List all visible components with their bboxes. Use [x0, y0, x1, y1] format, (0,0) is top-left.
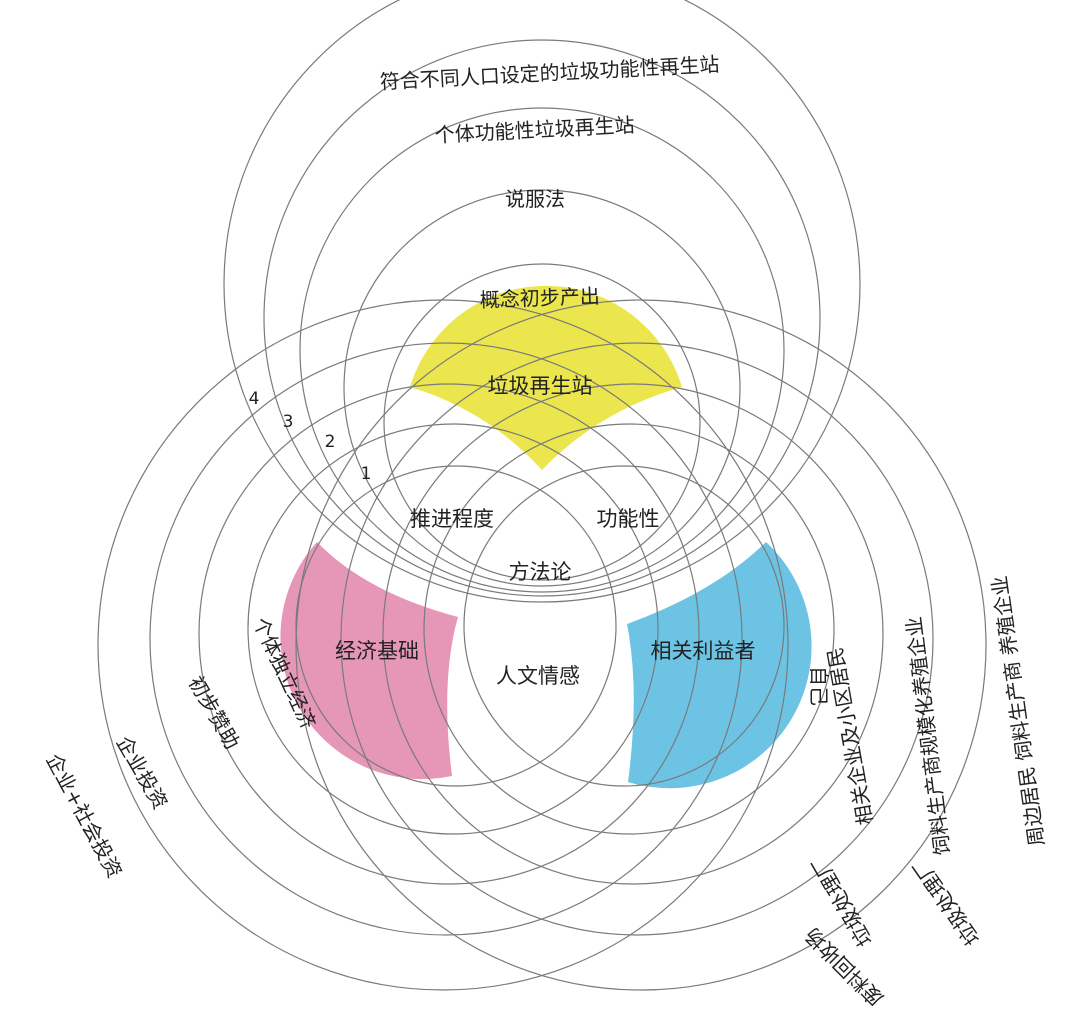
left-ring-4: [149, 342, 743, 936]
top-ring-2: [343, 189, 741, 587]
petal-right-fill: [627, 542, 812, 789]
top-level4-label: 符合不同人口设定的垃圾功能性再生站: [379, 52, 720, 94]
left-level4-label: 企业+社会投资: [41, 750, 126, 882]
left-ring-3: [198, 383, 700, 885]
level-number-3: 3: [283, 412, 294, 432]
right-ring-group: [295, 299, 987, 991]
right-ring-5: [295, 299, 987, 991]
top-ring-5: [223, 0, 861, 603]
right-level4-line1: 周边居民 饲料生产商 养殖企业: [987, 574, 1049, 847]
right-level4-line2: 垃圾处理厂: [908, 854, 985, 950]
right-level2-label: 相关企业及小区居民: [823, 645, 878, 826]
right-ring-3: [382, 383, 884, 885]
petal-top-fill: [410, 285, 682, 470]
left-level3-label: 企业投资: [112, 732, 173, 813]
right-level3-line1: 饲料生产商规模化养殖企业: [902, 615, 955, 856]
right-ring-1: [463, 465, 785, 787]
level-number-4: 4: [249, 389, 260, 409]
petal-top-label: 垃圾再生站: [488, 374, 593, 398]
level-number-1: 1: [361, 464, 372, 484]
right-level1-label: 自己: [807, 666, 831, 706]
top-level2-label: 说服法: [505, 187, 565, 211]
left-level2-label: 初步赞助: [184, 672, 245, 753]
core-upper-left-label: 推进程度: [410, 507, 494, 531]
petal-left-fill: [280, 542, 458, 780]
top-ring-1: [383, 263, 701, 581]
top-ring-4: [263, 39, 821, 597]
right-ring-4: [340, 342, 934, 936]
top-level1-label: 概念初步产出: [479, 284, 600, 312]
top-level3-label: 个体功能性垃圾再生站: [434, 113, 635, 147]
top-ring-3: [299, 107, 785, 593]
core-center-label: 方法论: [509, 560, 572, 584]
top-ring-group: [223, 0, 861, 603]
core-upper-right-label: 功能性: [597, 507, 660, 531]
level-number-2: 2: [325, 432, 336, 452]
petal-left-label: 经济基础: [335, 639, 419, 663]
core-lower-label: 人文情感: [496, 664, 580, 688]
right-ring-2: [423, 423, 835, 835]
petal-right-label: 相关利益者: [651, 639, 756, 663]
left-ring-2: [247, 423, 659, 835]
left-ring-5: [97, 299, 789, 991]
